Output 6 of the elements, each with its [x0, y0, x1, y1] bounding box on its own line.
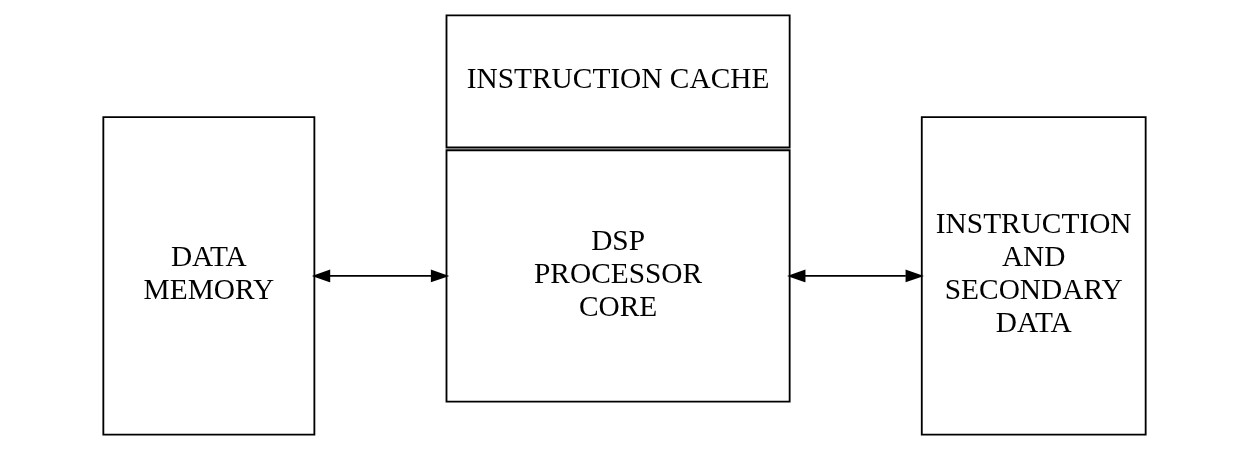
node-box: INSTRUCTION CACHE — [445, 14, 791, 149]
node-box: DSP PROCESSOR CORE — [445, 149, 791, 403]
arrow — [311, 269, 450, 283]
node-box: INSTRUCTION AND SECONDARY DATA — [920, 116, 1147, 436]
arrow — [787, 269, 924, 283]
node-box: DATA MEMORY — [102, 116, 316, 436]
